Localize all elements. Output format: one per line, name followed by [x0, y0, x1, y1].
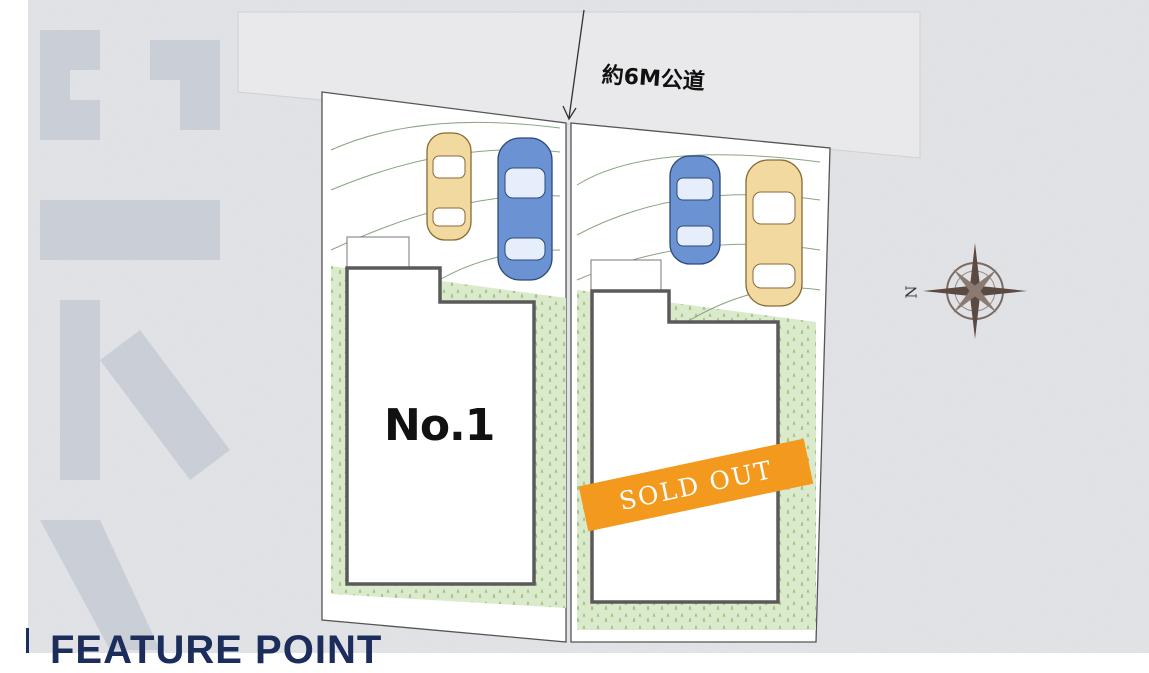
building-no1	[345, 266, 536, 586]
road-arrow	[568, 9, 585, 119]
section-heading: FEATURE POINT	[50, 628, 383, 672]
site-plan-diagram	[28, 0, 1149, 653]
car-yellow-small-lot1-icon	[426, 132, 472, 241]
public-road	[237, 11, 921, 159]
lot-2	[570, 122, 831, 643]
lot-1-label: No.1	[384, 400, 495, 451]
car-blue-lot1-icon	[497, 137, 553, 281]
heading-accent-bar	[26, 628, 29, 653]
car-yellow-lot2-icon	[745, 159, 803, 307]
background-watermark	[40, 30, 230, 650]
compass-rose-icon	[923, 243, 1027, 339]
lot-1	[321, 91, 567, 643]
compass-north-label: N	[902, 285, 921, 299]
car-blue-small-lot2-icon	[669, 155, 721, 265]
building-lot2	[590, 289, 780, 604]
